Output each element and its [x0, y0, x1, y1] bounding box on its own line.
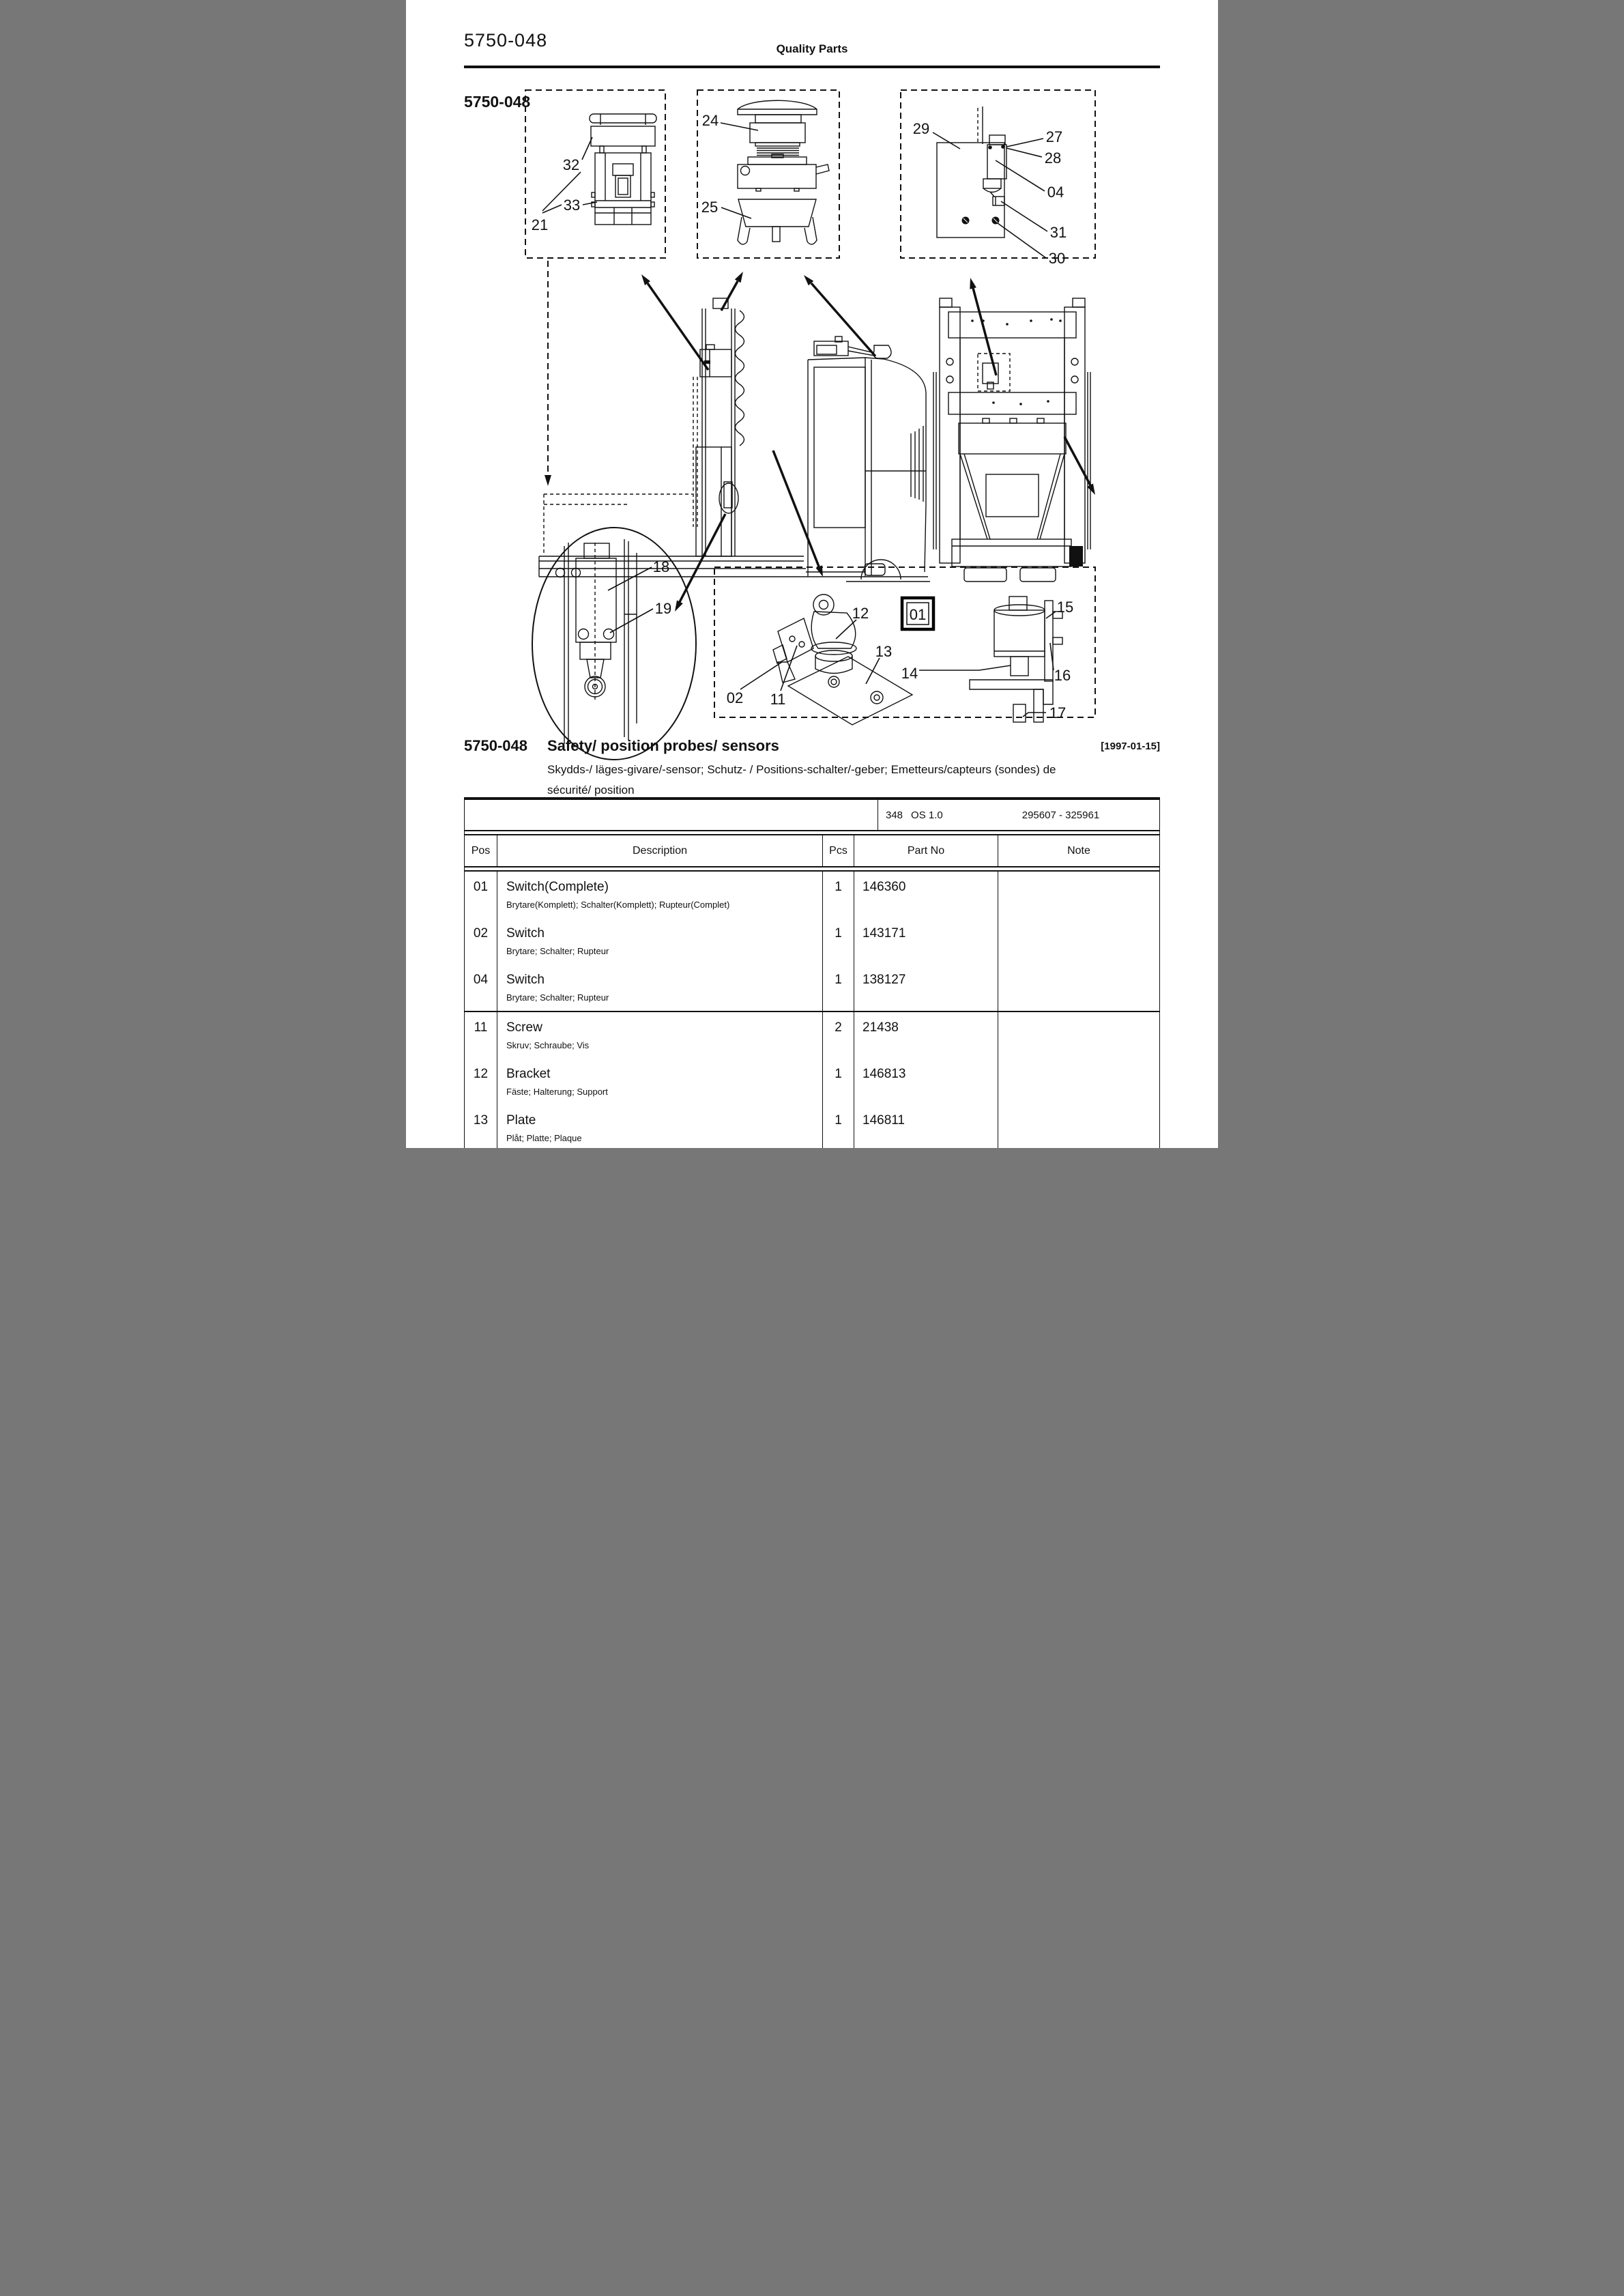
callout-19: 19: [655, 600, 671, 617]
table-row: 13 Plate Plåt; Platte; Plaque 1 146811: [465, 1105, 1159, 1148]
callout-32: 32: [563, 156, 579, 173]
callout-leaders-box2: [720, 122, 759, 219]
col-note: Note: [1067, 845, 1090, 857]
callout-29: 29: [913, 120, 929, 137]
title-code: 5750-048: [464, 737, 527, 754]
subtitle-line2: sécurité/ position: [547, 784, 635, 797]
col-part-no: Part No: [854, 835, 998, 866]
meta-code: 348: [886, 809, 903, 821]
double-rule-header: [465, 866, 1159, 872]
table-header-row: Pos Description Pcs Part No Note: [465, 835, 1159, 866]
table-row: 02 Switch Brytare; Schalter; Rupteur 1 1…: [465, 918, 1159, 964]
title-subtitle: Skydds-/ läges-givare/-sensor; Schutz- /…: [547, 760, 1134, 801]
callout-02: 02: [727, 689, 743, 706]
title-block: 5750-048 Safety/ position probes/ sensor…: [464, 737, 1160, 797]
reference-arrows: [543, 261, 1095, 612]
detail-box-plate-sensor: [900, 89, 1096, 259]
callout-25: 25: [701, 199, 718, 216]
callout-11: 11: [770, 691, 786, 708]
callout-13: 13: [875, 643, 892, 660]
col-pos: Pos: [465, 835, 497, 866]
truck-rear-view: [933, 298, 1091, 582]
parts-table: 348 OS 1.0 295607 - 325961 Pos Descripti…: [464, 797, 1160, 1148]
callout-leaders-circle: [607, 566, 654, 633]
callout-31: 31: [1050, 224, 1067, 241]
catalog-page: 5750-048 Quality Parts 5750-048: [406, 0, 1218, 1148]
header-rule: [464, 66, 1160, 68]
callout-16: 16: [1054, 667, 1071, 684]
callout-01: 01: [910, 606, 926, 623]
detail-box-assembly-01: [714, 566, 1096, 718]
table-row: 01 Switch(Complete) Brytare(Komplett); S…: [465, 872, 1159, 918]
quality-parts-header: Quality Parts: [776, 42, 848, 55]
subtitle-line1: Skydds-/ läges-givare/-sensor; Schutz- /…: [547, 763, 1056, 776]
switch-21-drawing: [589, 113, 657, 225]
table-row: 04 Switch Brytare; Schalter; Rupteur 1 1…: [465, 964, 1159, 1011]
sensor-assembly-left: [772, 594, 914, 726]
page-title: Safety/ position probes/ sensors: [547, 737, 779, 754]
callout-leaders-box1: [542, 137, 598, 214]
col-description: Description: [497, 835, 823, 866]
diagram-svg: 32 33 21 24 25: [525, 89, 1096, 760]
callout-12: 12: [852, 605, 869, 622]
callout-01-box: 01: [900, 596, 936, 631]
callout-14: 14: [901, 665, 918, 682]
callout-17: 17: [1049, 704, 1066, 721]
callout-24: 24: [702, 112, 719, 129]
limit-switch-detail: [532, 527, 697, 760]
callout-30: 30: [1049, 250, 1065, 267]
detail-box-estop: [697, 89, 840, 259]
estop-drawing: [737, 100, 830, 245]
meta-spacer: [465, 800, 878, 830]
table-row: 12 Bracket Fäste; Halterung; Support 1 1…: [465, 1059, 1159, 1105]
sensor-assembly-right: [969, 596, 1063, 723]
callout-15: 15: [1057, 599, 1073, 616]
revision-date: [1997-01-15]: [1101, 741, 1160, 752]
exploded-diagram: 32 33 21 24 25: [406, 0, 1218, 764]
double-rule-top: [465, 830, 1159, 835]
table-row: 11 Screw Skruv; Schraube; Vis 2 21438: [465, 1011, 1159, 1059]
callout-18: 18: [653, 558, 669, 575]
meta-serial-range: 295607 - 325961: [1021, 809, 1100, 821]
callout-leaders-box3: [932, 132, 1048, 259]
plate-sensor-drawing: [936, 106, 1007, 238]
callout-33: 33: [564, 197, 580, 214]
section-code: 5750-048: [464, 93, 531, 111]
truck-side-view: [538, 298, 930, 582]
callout-28: 28: [1045, 149, 1061, 167]
callout-21: 21: [532, 216, 548, 233]
callout-leaders-box4-left: [740, 619, 880, 691]
table-meta-band: 348 OS 1.0 295607 - 325961: [465, 800, 1159, 830]
col-pcs: Pcs: [823, 835, 854, 866]
meta-version: OS 1.0: [911, 809, 943, 821]
page-number-header: 5750-048: [464, 30, 548, 51]
content-flow: 5750-048 Safety/ position probes/ sensor…: [464, 737, 1160, 1148]
callout-27: 27: [1046, 128, 1062, 145]
meta-cell: 348 OS 1.0 295607 - 325961: [878, 800, 1159, 830]
callout-leaders-box4-right: [919, 611, 1056, 717]
callout-04: 04: [1047, 184, 1064, 201]
